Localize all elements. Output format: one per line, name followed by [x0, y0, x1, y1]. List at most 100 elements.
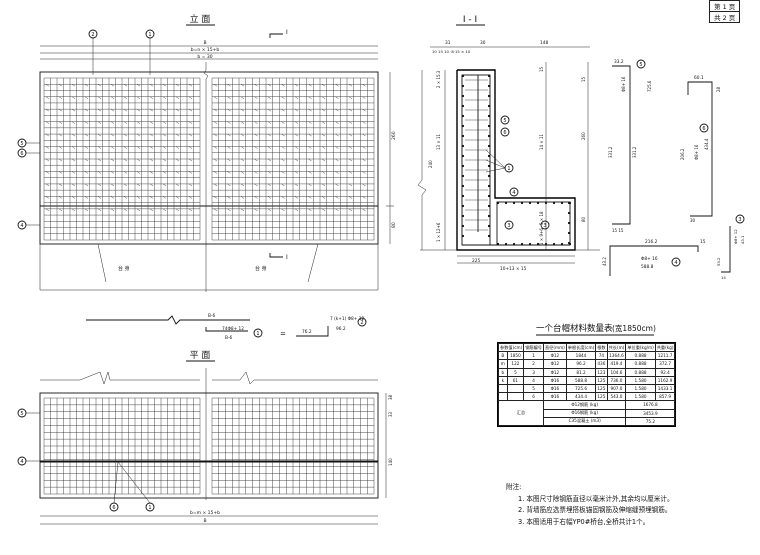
rebar-line — [45, 183, 50, 187]
bar1-long-line — [86, 315, 250, 325]
table-cell: 0.888 — [625, 367, 656, 377]
table-cell: 436 — [595, 359, 608, 369]
rebar-line — [240, 183, 245, 187]
svg-text:1 × 9+6: 1 × 9+6 — [539, 228, 544, 245]
rebar-line — [136, 171, 141, 174]
table-cell: 1162.9 — [654, 375, 676, 385]
rebar-line — [240, 133, 245, 137]
rebar-line — [348, 84, 353, 87]
table-summary-item: C35混凝土 (m3) — [542, 416, 627, 426]
rebar-line — [110, 133, 115, 137]
table-cell: Φ12 — [542, 359, 567, 369]
rebar-line — [267, 171, 272, 174]
rebar-line — [362, 133, 366, 137]
rebar-line — [188, 133, 193, 137]
rebar-line — [149, 133, 154, 137]
section-rebar-dots — [461, 74, 572, 246]
rebar-line — [213, 84, 218, 87]
rebar-line — [281, 146, 285, 149]
rebar-line — [162, 208, 167, 212]
elev-label-right: 台 身 — [255, 265, 267, 272]
rebar-line — [308, 146, 312, 149]
rebar-line — [240, 96, 245, 99]
table-cell: 92.4 — [654, 367, 676, 377]
rebar-line — [136, 108, 141, 112]
rebar-dot — [567, 231, 571, 235]
rebar-line — [308, 183, 312, 187]
sheet-total: 共 2 页 — [708, 11, 741, 23]
section-callout-3a — [504, 220, 514, 230]
rebar-line — [281, 183, 285, 187]
rebar-line — [267, 146, 272, 149]
rebar-line — [213, 196, 218, 199]
rebar-dot — [461, 74, 465, 78]
rebar-dot — [487, 234, 491, 238]
rebar-line — [321, 183, 326, 187]
rebar-line — [348, 146, 353, 149]
rebar-line — [149, 196, 154, 199]
rebar-line — [84, 108, 89, 112]
bar3-shape — [721, 226, 731, 273]
rebar-line — [281, 171, 285, 174]
table-summary-value: 1676.8 — [625, 400, 676, 410]
table-cell: 0.888 — [625, 359, 656, 369]
svg-text:96.2: 96.2 — [336, 326, 346, 332]
rebar-line — [362, 146, 366, 149]
svg-text:10 15 10 ·8·15 × 10: 10 15 10 ·8·15 × 10 — [432, 49, 471, 54]
table-cell: 907.0 — [606, 383, 627, 394]
rebar-line — [188, 171, 193, 174]
rebar-dot — [552, 201, 556, 205]
rebar-line — [84, 158, 89, 162]
svg-text:216.2: 216.2 — [645, 239, 658, 245]
rebar-line — [71, 208, 76, 212]
table-cell: 543.0 — [606, 392, 627, 402]
elev-dim-B: B — [203, 40, 206, 46]
rebar-line — [321, 84, 326, 87]
svg-text:Φ8+ 12: Φ8+ 12 — [733, 229, 738, 244]
rebar-line — [162, 84, 167, 87]
rebar-dot — [512, 201, 516, 205]
table-cell: 1.580 — [625, 375, 656, 385]
rebar-line — [149, 183, 154, 187]
rebar-line — [240, 171, 245, 174]
bar5-callout — [636, 59, 646, 69]
rebar-dot — [461, 104, 465, 108]
rebar-line — [123, 171, 128, 174]
rebar-line — [188, 158, 193, 162]
rebar-line — [149, 96, 154, 99]
table-cell: 104.6 — [606, 367, 627, 377]
rebar-line — [97, 108, 102, 112]
rebar-line — [281, 133, 285, 137]
rebar-line — [335, 146, 339, 149]
table-cell: 125 — [595, 392, 608, 402]
rebar-dot — [487, 124, 491, 128]
rebar-line — [348, 183, 353, 187]
elev-dim-260: 260 — [391, 131, 397, 140]
rebar-line — [281, 158, 285, 162]
rebar-dot — [461, 174, 465, 178]
table-cell: 61 — [506, 375, 525, 385]
rebar-line — [110, 196, 115, 199]
rebar-line — [123, 208, 128, 212]
rebar-dot — [461, 204, 465, 208]
rebar-line — [110, 171, 115, 174]
table-cell: 2 — [523, 359, 544, 369]
rebar-line — [213, 108, 218, 112]
rebar-line — [348, 133, 353, 137]
rebar-line — [84, 208, 89, 212]
rebar-dot — [520, 242, 524, 246]
rebar-line — [321, 171, 326, 174]
rebar-line — [162, 171, 167, 174]
rebar-dot — [487, 94, 491, 98]
table-cell: 4 — [523, 375, 544, 385]
rebar-line — [45, 146, 50, 149]
rebar-line — [162, 158, 167, 162]
svg-text:15: 15 — [539, 66, 544, 72]
table-title-suffix: (宽1850cm) — [612, 323, 656, 333]
svg-text:76.2: 76.2 — [302, 329, 312, 335]
rebar-dot — [461, 114, 465, 118]
rebar-line — [308, 108, 312, 112]
rebar-line — [188, 183, 193, 187]
svg-text:15 15: 15 15 — [612, 228, 624, 233]
